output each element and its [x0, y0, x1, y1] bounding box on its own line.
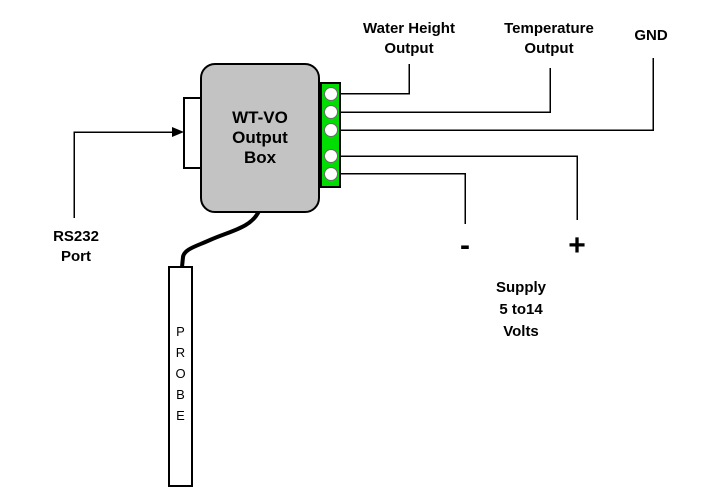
terminal-hole-water-height — [323, 86, 338, 101]
probe: PROBE — [168, 266, 193, 487]
terminal-hole-gnd — [323, 123, 338, 137]
rs232-arrowhead-icon — [172, 127, 184, 137]
output-box-title-line2: Output — [232, 128, 288, 147]
water-height-output-line2: Output — [384, 40, 434, 57]
wire-supply-minus — [341, 172, 466, 224]
probe-label: PROBE — [173, 324, 188, 429]
supply-line2: 5 to14 — [499, 301, 543, 318]
gnd-label: GND — [634, 27, 668, 44]
wire-water-height-output — [341, 64, 410, 95]
wire-supply-plus — [341, 155, 578, 220]
supply-line3: Volts — [503, 323, 539, 340]
temperature-output-line1: Temperature — [504, 20, 594, 37]
supply-voltage-label: Supply 5 to14 Volts — [451, 277, 591, 343]
probe-cable — [180, 209, 261, 269]
terminal-block — [320, 82, 341, 188]
output-box: WT-VO Output Box — [200, 63, 320, 213]
output-box-title-line1: WT-VO — [232, 108, 288, 127]
terminal-hole-supply-plus — [323, 149, 338, 163]
rs232-port-line1: RS232 — [53, 228, 99, 245]
supply-line1: Supply — [495, 279, 546, 296]
temperature-output-label: Temperature Output — [459, 19, 639, 59]
wire-gnd — [341, 58, 654, 131]
rs232-connector — [183, 97, 202, 169]
supply-plus-label: + — [568, 229, 586, 262]
rs232-port-line2: Port — [61, 248, 91, 265]
terminal-hole-temperature — [323, 105, 338, 119]
rs232-arrow-line — [73, 131, 173, 218]
wire-temperature-output — [341, 68, 551, 113]
terminal-hole-supply-minus — [323, 166, 338, 181]
rs232-port-label: RS232 Port — [26, 227, 126, 267]
water-height-output-line1: Water Height — [363, 20, 455, 37]
temperature-output-line2: Output — [524, 40, 574, 57]
output-box-title-line3: Box — [243, 148, 277, 167]
supply-minus-label: - — [460, 229, 470, 262]
water-height-output-label: Water Height Output — [319, 19, 499, 59]
